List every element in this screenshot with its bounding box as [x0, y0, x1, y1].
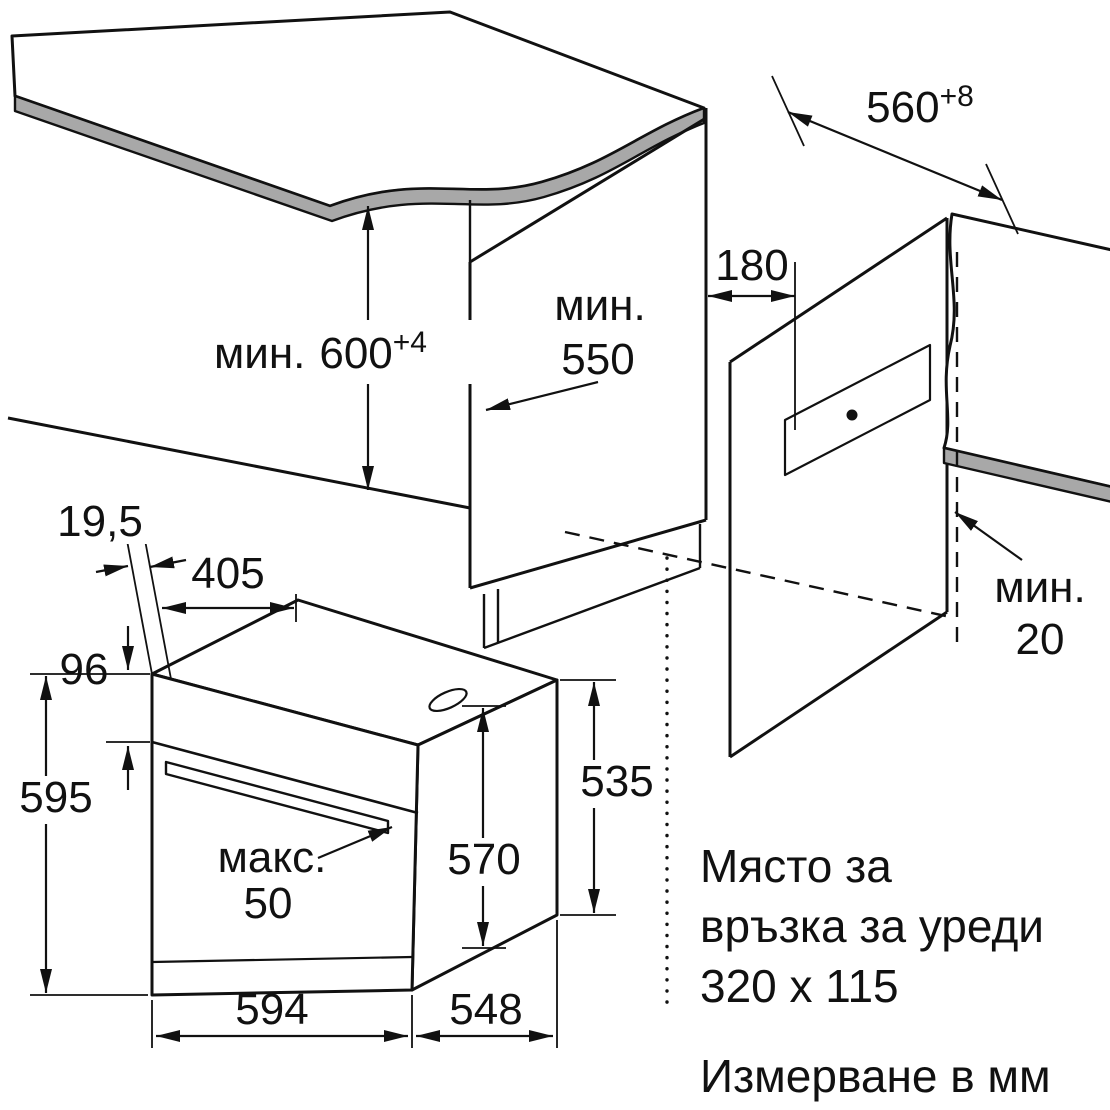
- dim-oven-width: 594: [151, 985, 413, 1048]
- dim-label-oven-height: 595: [19, 773, 92, 822]
- door-bottom-line: [151, 955, 413, 964]
- dim-label-oven-depth: 548: [449, 985, 522, 1034]
- dim-label-connection-offset: 180: [715, 241, 788, 290]
- countertop-right-edge-band: [942, 446, 1110, 503]
- countertop-right-surface: [942, 212, 1110, 489]
- dim-oven-height: 595: [12, 673, 150, 996]
- label-background: [12, 776, 100, 824]
- arrow: [149, 556, 187, 569]
- dim-label-niche-depth-prefix: мин.: [554, 281, 645, 330]
- dim-facia-offset: 19,5: [44, 497, 187, 680]
- hidden-niche-floor-line: [564, 530, 951, 619]
- connection-note-line3: 320 x 115: [700, 960, 899, 1012]
- dim-connection-offset: 180: [708, 241, 795, 302]
- dim-label-niche-width: 560+8: [866, 80, 974, 132]
- dim-label-side-height: 535: [580, 757, 653, 806]
- cabinet-niche: [468, 108, 708, 650]
- countertop-top-surface: [10, 10, 706, 208]
- connection-note-line2: връзка за уреди: [700, 900, 1044, 952]
- dim-handle-clearance: макс. 50: [218, 825, 393, 928]
- arrow: [95, 564, 129, 577]
- panel-top-edge: [729, 216, 948, 364]
- dim-label-handle-prefix: макс.: [218, 833, 327, 882]
- dim-label-rear-gap-value: 20: [1016, 615, 1065, 664]
- extension-line: [144, 539, 172, 680]
- connection-area: [783, 262, 932, 477]
- depth-arrow: [485, 380, 599, 412]
- control-panel-line: [151, 740, 419, 815]
- hidden-edges: [564, 252, 959, 645]
- dim-interior-height: 570: [437, 705, 531, 949]
- leader-arrow: [317, 825, 393, 860]
- label-background: [44, 500, 156, 544]
- dim-label-interior-height: 570: [447, 835, 520, 884]
- connection-hatched-box: [783, 343, 932, 477]
- extension-line: [125, 534, 153, 675]
- niche-top-edge: [469, 116, 707, 264]
- dim-label-facia-offset: 19,5: [57, 497, 143, 546]
- label-background: [198, 320, 494, 384]
- oven: [150, 598, 559, 997]
- dim-oven-depth: 548: [416, 920, 558, 1048]
- cabinet-front-line: [7, 416, 471, 510]
- dimension-line: [787, 110, 1003, 202]
- dim-counter-height: мин.600+4: [198, 206, 494, 490]
- dim-niche-width: 560+8: [771, 75, 1019, 235]
- dim-label-oven-width: 594: [235, 985, 308, 1034]
- connection-note: Място за връзка за уреди 320 x 115: [700, 840, 1044, 1012]
- dim-label-rear-gap-prefix: мин.: [994, 563, 1085, 612]
- dim-side-height: 535: [560, 679, 668, 916]
- connection-note-line1: Място за: [700, 840, 892, 892]
- dim-label-top-depth: 405: [191, 549, 264, 598]
- label-background: [566, 760, 668, 808]
- gap-arrow: [954, 511, 1023, 561]
- dim-label-panel-height: 96: [60, 645, 109, 694]
- dim-label-niche-depth-value: 550: [561, 335, 634, 384]
- countertop-left: [10, 10, 706, 223]
- countertop-front-edge-band: [13, 94, 706, 223]
- dim-label-handle-value: 50: [244, 879, 293, 928]
- label-background: [437, 838, 531, 886]
- dim-niche-depth: мин. 550: [485, 281, 646, 412]
- connection-point-dot: [846, 409, 858, 421]
- dim-top-depth: 405: [162, 549, 297, 622]
- countertop-right: [942, 212, 1110, 503]
- plinth-bottom-edge: [483, 566, 701, 650]
- dim-label-counter-height: мин.600+4: [214, 326, 427, 378]
- right-cabinet-panel: [728, 216, 949, 759]
- dim-rear-gap: мин. 20: [954, 511, 1086, 664]
- extension-line: [771, 75, 805, 147]
- top-grip-recess: [428, 687, 468, 713]
- oven-front-face: [150, 672, 420, 997]
- units-note: Измерване в мм: [700, 1050, 1051, 1102]
- panel-bottom-edge: [729, 610, 948, 759]
- dim-panel-height: 96: [60, 626, 150, 790]
- niche-bottom-edge: [469, 518, 707, 590]
